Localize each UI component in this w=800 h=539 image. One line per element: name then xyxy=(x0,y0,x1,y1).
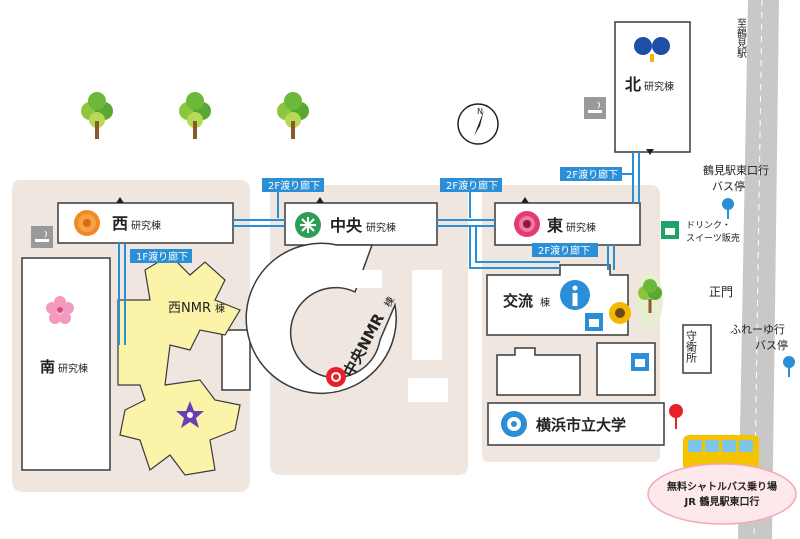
building-center-small-2 xyxy=(408,378,448,402)
koryu-suffix: 棟 xyxy=(540,296,550,309)
corridor-higashi-kita: 2F渡り廊下 xyxy=(560,152,640,203)
chuo-suffix: 研究棟 xyxy=(366,221,396,234)
bus-stop-east-line1: 鶴見駅東口行 xyxy=(703,163,769,177)
building-southeast-1 xyxy=(496,347,581,396)
minami-suffix: 研究棟 xyxy=(58,362,88,375)
building-minami xyxy=(21,257,111,471)
dandelion-icon xyxy=(295,212,321,238)
corridor-chuo-higashi: 2F渡り廊下 xyxy=(437,178,502,227)
svg-text:1F渡り廊下: 1F渡り廊下 xyxy=(136,250,188,263)
shuttle-line2: JR 鶴見駅東口行 xyxy=(684,495,760,508)
corridor-nishi-nmr: 1F渡り廊下 xyxy=(118,243,192,345)
nishi-name: 西 xyxy=(112,214,128,233)
tree-icon xyxy=(179,92,211,139)
guardhouse-label: 守衛所 xyxy=(685,329,698,364)
chrysanthemum-icon xyxy=(74,210,100,236)
shop-icon xyxy=(661,221,679,239)
building-side xyxy=(221,329,251,391)
building-nishi-nmr xyxy=(117,254,241,476)
smoking-area-icon xyxy=(31,226,53,248)
info-icon xyxy=(560,280,590,310)
location-pin-icon xyxy=(669,404,683,429)
entrance-markers xyxy=(116,149,654,203)
bus-stop-icon xyxy=(722,198,734,219)
nishi-suffix: 研究棟 xyxy=(131,219,161,232)
sakura-icon xyxy=(46,296,74,324)
svg-text:N: N xyxy=(477,107,483,116)
tree-icon xyxy=(638,279,662,313)
hydrangea-icon xyxy=(501,411,527,437)
bus-stop-fureyu-line2: バス停 xyxy=(755,338,788,352)
bellflower-icon xyxy=(176,401,204,428)
nishi-nmr-name: 西NMR xyxy=(168,301,211,316)
higashi-name: 東 xyxy=(547,216,563,235)
tree-icon xyxy=(81,92,113,139)
drink-shop-line1: ドリンク・ xyxy=(686,220,731,231)
tennis-rackets-icon xyxy=(634,37,670,62)
gerbera-icon xyxy=(514,211,540,237)
compass-icon: N xyxy=(457,103,499,145)
kita-name: 北 xyxy=(625,75,641,94)
svg-text:2F渡り廊下: 2F渡り廊下 xyxy=(446,179,498,192)
svg-text:2F渡り廊下: 2F渡り廊下 xyxy=(268,179,320,192)
drink-shop-line2: スイーツ販売 xyxy=(686,232,740,244)
shop-icon xyxy=(631,353,649,371)
smoking-area-icon xyxy=(584,97,606,119)
minami-name: 南 xyxy=(40,358,55,376)
building-center-small-1 xyxy=(412,270,442,360)
main-gate-label: 正門 xyxy=(709,285,733,299)
nishi-nmr-suffix: 棟 xyxy=(215,302,225,315)
location-pin-icon xyxy=(326,367,346,387)
chuo-name: 中央 xyxy=(330,216,363,235)
svg-text:2F渡り廊下: 2F渡り廊下 xyxy=(566,168,618,181)
tree-icon xyxy=(277,92,309,139)
shop-icon xyxy=(585,313,603,331)
koryu-name: 交流 xyxy=(503,292,533,310)
guardhouse xyxy=(682,324,712,374)
university-name: 横浜市立大学 xyxy=(536,416,626,434)
bus-stop-east-line2: バス停 xyxy=(712,179,745,193)
shuttle-line1: 無料シャトルバス乗り場 xyxy=(667,480,777,493)
bus-stop-icon xyxy=(783,356,795,377)
corridor-nishi-chuo: 2F渡り廊下 xyxy=(233,178,324,227)
bus-stop-fureyu-line1: ふれーゆ行 xyxy=(730,323,785,336)
sunflower-icon xyxy=(609,302,631,324)
station-label: 至鶴見駅 xyxy=(735,18,747,59)
svg-text:2F渡り廊下: 2F渡り廊下 xyxy=(538,244,590,257)
building-southeast-2 xyxy=(596,342,656,396)
kita-suffix: 研究棟 xyxy=(644,80,674,93)
shuttle-label-bg xyxy=(647,463,797,525)
higashi-suffix: 研究棟 xyxy=(566,221,596,234)
corridor-higashi-koryu: 2F渡り廊下 xyxy=(469,226,615,270)
